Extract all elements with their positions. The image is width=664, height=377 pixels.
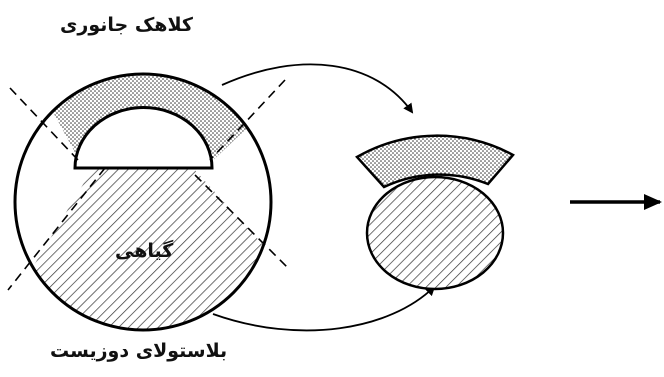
blastula-outline xyxy=(13,72,273,332)
cut-line-right-lower xyxy=(194,174,291,271)
large-blastula xyxy=(7,72,291,332)
vegetal-label: گیاهی xyxy=(115,240,174,262)
blastula-label: بلاستولای دوزیست xyxy=(50,340,228,362)
cut-line-left-upper xyxy=(9,87,79,161)
cut-line-right-upper xyxy=(209,79,286,161)
recombinant-explant xyxy=(355,134,515,291)
arrow-top-curve xyxy=(221,63,414,114)
vegetal-region xyxy=(31,168,265,330)
cut-line-left-lower xyxy=(7,167,106,291)
small-animal-cap xyxy=(355,134,515,189)
arrow-bottom-curve xyxy=(212,285,436,332)
animal-cap-label: کلاهک جانوری xyxy=(60,14,193,36)
small-vegetal xyxy=(365,175,505,291)
blastocoel-dome xyxy=(73,106,214,170)
